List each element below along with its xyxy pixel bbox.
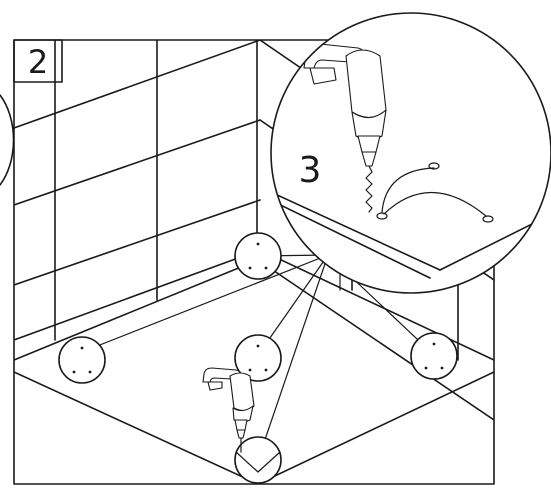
step-number: 2 bbox=[28, 43, 48, 81]
step-badge: 2 bbox=[13, 39, 63, 83]
hole-marker-right bbox=[410, 332, 458, 380]
room-corner-scene bbox=[14, 40, 494, 484]
drilled-holes bbox=[376, 162, 494, 223]
hole-marker-left bbox=[58, 336, 106, 384]
hole-markers bbox=[58, 232, 458, 484]
detail-step-number: 3 bbox=[299, 150, 322, 191]
hole-marker-front bbox=[234, 436, 282, 484]
hole-marker-center bbox=[234, 334, 282, 382]
power-drill-icon bbox=[202, 367, 255, 453]
power-drill-detail-icon bbox=[303, 43, 387, 213]
detail-magnifier: 3 bbox=[270, 12, 551, 294]
adjacent-detail-circle bbox=[0, 94, 15, 186]
floor-base bbox=[14, 249, 494, 484]
detail-view bbox=[271, 43, 551, 279]
hole-marker-back bbox=[234, 232, 282, 280]
